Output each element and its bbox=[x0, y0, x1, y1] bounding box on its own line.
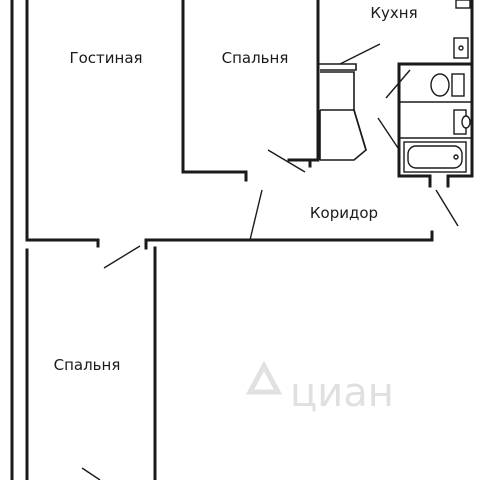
cian-watermark: циан bbox=[245, 360, 394, 416]
room-label-bedroom-top: Спальня bbox=[222, 49, 289, 67]
living-room-walls bbox=[25, 0, 100, 248]
toilet-icon bbox=[430, 73, 465, 97]
room-label-living: Гостиная bbox=[69, 49, 142, 67]
corridor-walls bbox=[103, 149, 459, 269]
bedroom-bottom-walls bbox=[25, 246, 157, 480]
room-label-bedroom-bottom: Спальня bbox=[54, 356, 121, 374]
bedroom-top-walls bbox=[181, 0, 320, 182]
cian-logo-icon bbox=[245, 360, 283, 395]
bathtub-icon bbox=[403, 141, 467, 173]
room-label-corridor: Коридор bbox=[310, 204, 378, 222]
kitchen-walls bbox=[377, 0, 474, 188]
kitchen-sink-icon bbox=[453, 0, 471, 59]
sink-icon bbox=[453, 109, 471, 135]
room-label-kitchen: Кухня bbox=[370, 4, 417, 22]
watermark-brand: циан bbox=[290, 370, 394, 416]
wardrobe bbox=[318, 43, 381, 161]
